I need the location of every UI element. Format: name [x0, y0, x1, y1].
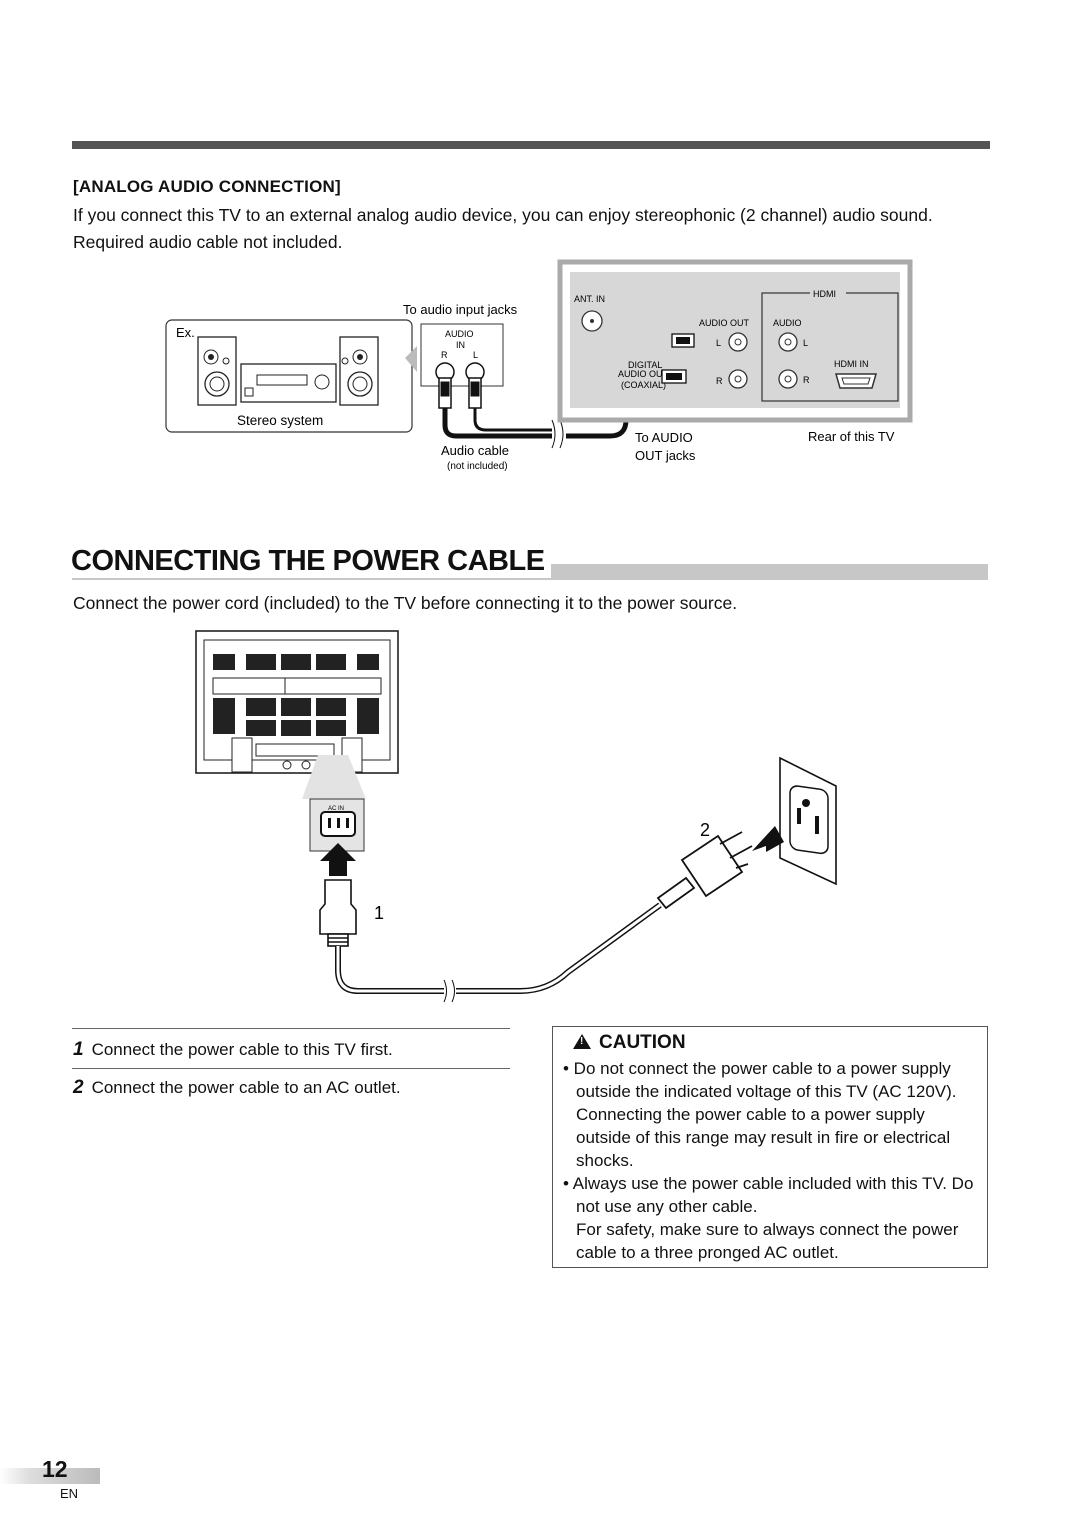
wall-outlet-icon: [779, 756, 837, 886]
hdmi-in-label: HDMI IN: [834, 359, 869, 369]
page-language: EN: [60, 1486, 79, 1501]
right-speaker-icon: [339, 336, 379, 406]
steps-divider-top: [72, 1028, 510, 1029]
page-number-band: [0, 1468, 100, 1484]
zoom-beam: [302, 755, 366, 799]
receiver-icon: [240, 363, 337, 403]
callout-1: 1: [374, 903, 384, 923]
ant-in-label: ANT. IN: [574, 294, 605, 304]
ex-label: Ex.: [176, 325, 195, 340]
up-arrow-icon: [320, 843, 356, 876]
caution-bullet-1: • Do not connect the power cable to a po…: [563, 1059, 957, 1170]
step-1-number: 1: [73, 1039, 84, 1060]
svg-text:R: R: [716, 376, 723, 386]
to-audio-input-label: To audio input jacks: [403, 302, 518, 317]
audio-in-panel: [420, 323, 504, 387]
page-number: 12: [42, 1456, 68, 1482]
caution-title-text: CAUTION: [599, 1032, 686, 1053]
callout-2: 2: [700, 820, 710, 840]
tv-back-icon: [195, 630, 399, 774]
not-included-label: (not included): [447, 461, 508, 472]
to-audio-out-label: To AUDIO: [635, 430, 693, 445]
ac-plug-icon: [656, 831, 753, 910]
power-intro: Connect the power cord (included) to the…: [73, 593, 738, 613]
l-label: L: [473, 350, 478, 360]
step-2: 2 Connect the power cable to an AC outlet…: [73, 1077, 401, 1099]
caution-box: [552, 1026, 988, 1268]
audio-out2-label: AUDIO OUT: [618, 369, 669, 379]
pointer-arrow: [405, 346, 417, 372]
to-audio-out-label2: OUT jacks: [635, 448, 696, 463]
r-label: R: [441, 350, 448, 360]
caution-bullet-2: • Always use the power cable included wi…: [563, 1174, 974, 1216]
caution-list: • Do not connect the power cable to a po…: [563, 1057, 983, 1264]
analog-audio-diagram: Ex. Stereo system To audio input jacks A…: [165, 259, 913, 472]
rear-tv-label: Rear of this TV: [808, 429, 895, 444]
svg-text:R: R: [803, 375, 810, 385]
rca-plugs-icon: [435, 362, 485, 409]
steps-divider-bottom: [72, 1068, 510, 1069]
warning-icon: [573, 1034, 591, 1049]
analog-audio-heading: [ANALOG AUDIO CONNECTION]: [73, 177, 341, 196]
audio-in-label2: IN: [456, 340, 465, 350]
stereo-label: Stereo system: [237, 413, 323, 428]
step-1-text: Connect the power cable to this TV first…: [91, 1040, 393, 1059]
audio-cable-line: [442, 408, 552, 439]
power-section-title: CONNECTING THE POWER CABLE: [71, 545, 551, 578]
hdmi-audio-label: AUDIO: [773, 318, 802, 328]
iec-plug-icon: [319, 879, 357, 947]
audio-out-label: AUDIO OUT: [699, 318, 750, 328]
step-1: 1 Connect the power cable to this TV firs…: [73, 1039, 393, 1061]
audio-cable-label: Audio cable: [441, 443, 509, 458]
svg-text:L: L: [803, 338, 808, 348]
step-2-text: Connect the power cable to an AC outlet.: [91, 1078, 401, 1097]
power-cable-diagram: AC IN 1 2: [195, 630, 837, 1003]
digital-label: DIGITAL: [628, 360, 662, 370]
ac-in-label: AC IN: [328, 806, 344, 812]
hdmi-label: HDMI: [813, 289, 836, 299]
svg-text:L: L: [716, 338, 721, 348]
caution-title: CAUTION: [573, 1032, 686, 1054]
rca-plug-connected-icon: [661, 333, 695, 384]
audio-in-label: AUDIO: [445, 329, 474, 339]
analog-audio-intro: If you connect this TV to an external an…: [73, 205, 933, 252]
caution-bullet-2-cont: For safety, make sure to always connect …: [576, 1220, 959, 1262]
left-speaker-icon: [197, 336, 237, 406]
top-rule: [72, 141, 990, 149]
step-2-number: 2: [73, 1077, 84, 1098]
coaxial-label: (COAXIAL): [621, 380, 666, 390]
right-arrow-icon: [752, 826, 784, 852]
